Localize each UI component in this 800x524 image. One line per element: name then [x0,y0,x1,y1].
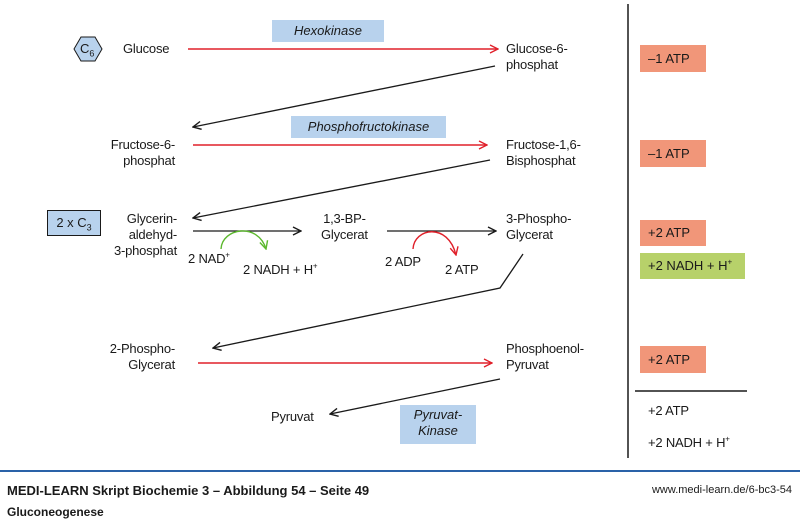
balance-hexokinase: –1 ATP [640,45,706,72]
arrow-g6p-f6p [193,65,496,127]
nad-text: 2 NAD [188,251,226,266]
bpg-line1: 1,3-BP- [323,211,366,226]
metabolite-fructose-6-phosphat: Fructose-6- phosphat [80,137,175,169]
balance-pfk: –1 ATP [640,140,706,167]
arrow-pep-pyruvat [330,378,501,414]
balance-pk: +2 ATP [640,346,706,373]
arrow-adp-atp [412,231,456,255]
cofactor-nad: 2 NAD+ [188,251,230,267]
g6p-line2: phosphat [506,57,558,72]
enzyme-phosphofructokinase: Phosphofructokinase [291,116,446,138]
g6p-line1: Glucose-6- [506,41,568,56]
footer-subtitle: Gluconeogenese [7,505,104,519]
f6p-line2: phosphat [123,153,175,168]
total-nadh-text: +2 NADH + H [648,435,726,450]
gap-line2: aldehyd- [128,227,177,242]
pep-line2: Pyruvat [506,357,549,372]
pg2-line2: Glycerat [128,357,175,372]
metabolite-glycerinaldehyd-3-phosphat: Glycerin- aldehyd- 3-phosphat [100,211,177,259]
c3-badge: 2 x C3 [47,210,101,236]
enzyme-pyruvat-kinase: Pyruvat- Kinase [400,405,476,444]
pep-line1: Phosphoenol- [506,341,584,356]
nad-sup: + [225,250,230,260]
cofactor-nadh: 2 NADH + H+ [243,261,318,278]
metabolite-glucose-6-phosphat: Glucose-6- phosphat [506,41,568,73]
total-nadh: +2 NADH + H+ [648,435,730,451]
pk-line1: Pyruvat- [413,407,463,422]
arrow-f16bp-gap [193,159,491,218]
c6-hexagon [73,36,103,62]
nadh-text: 2 NADH + H [243,262,313,277]
c6-badge: C6 [80,41,100,59]
c3-sub: 3 [86,222,92,233]
metabolite-2-phospho-glycerat: 2-Phospho- Glycerat [90,341,175,373]
arrow-nad-nadh [220,230,266,249]
f16bp-line2: Bisphosphat [506,153,576,168]
f6p-line1: Fructose-6- [110,137,175,152]
bpg-line2: Glycerat [321,227,368,242]
cofactor-adp: 2 ADP [385,254,421,269]
metabolite-fructose-1-6-bisphosphat: Fructose-1,6- Bisphosphat [506,137,581,169]
arrow-3pg-2pg [213,253,524,348]
total-nadh-sup: + [725,434,730,444]
gap-line1: Glycerin- [126,211,177,226]
total-atp: +2 ATP [648,403,689,418]
nadh-sup: + [312,261,318,271]
pg2-line1: 2-Phospho- [109,341,175,356]
balance-nadh-sup: + [727,257,733,267]
c3-text: 2 x C [56,215,87,230]
metabolite-pyruvat: Pyruvat [271,409,314,424]
balance-gapdh: +2 NADH + H+ [640,253,745,279]
c6-sub: 6 [89,48,95,59]
footer-source: MEDI-LEARN Skript Biochemie 3 – Abbildun… [7,483,370,498]
c6-text: C [80,41,90,56]
f16bp-line1: Fructose-1,6- [506,137,581,152]
balance-pgk: +2 ATP [640,220,706,246]
balance-nadh-text: +2 NADH + H [648,258,728,273]
metabolite-1-3-bp-glycerat: 1,3-BP- Glycerat [321,211,368,243]
footer-url[interactable]: www.medi-learn.de/6-bc3-54 [651,484,792,496]
metabolite-glucose: Glucose [123,41,170,56]
gap-line3: 3-phosphat [113,243,177,258]
metabolite-phosphoenolpyruvat: Phosphoenol- Pyruvat [506,341,584,373]
pg3-line1: 3-Phospho- [506,211,572,226]
cofactor-atp: 2 ATP [445,262,479,277]
enzyme-hexokinase: Hexokinase [272,20,384,42]
footer-rule [0,470,800,472]
metabolite-3-phospho-glycerat: 3-Phospho- Glycerat [506,211,571,243]
pathway-arrows [73,4,747,458]
pk-line2: Kinase [418,423,458,438]
pg3-line2: Glycerat [506,227,553,242]
